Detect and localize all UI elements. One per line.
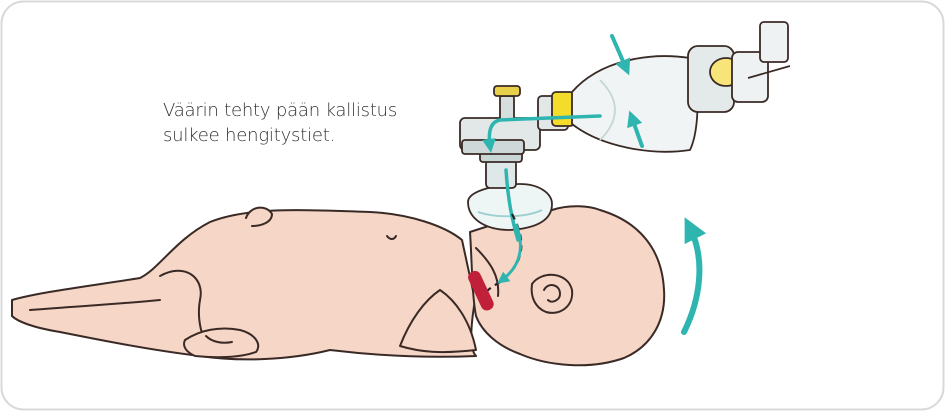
caption: Väärin tehty pään kallistus sulkee hengi… <box>163 98 423 148</box>
caption-line-2: sulkee hengitystiet. <box>163 123 423 148</box>
caption-line-1: Väärin tehty pään kallistus <box>163 98 423 123</box>
